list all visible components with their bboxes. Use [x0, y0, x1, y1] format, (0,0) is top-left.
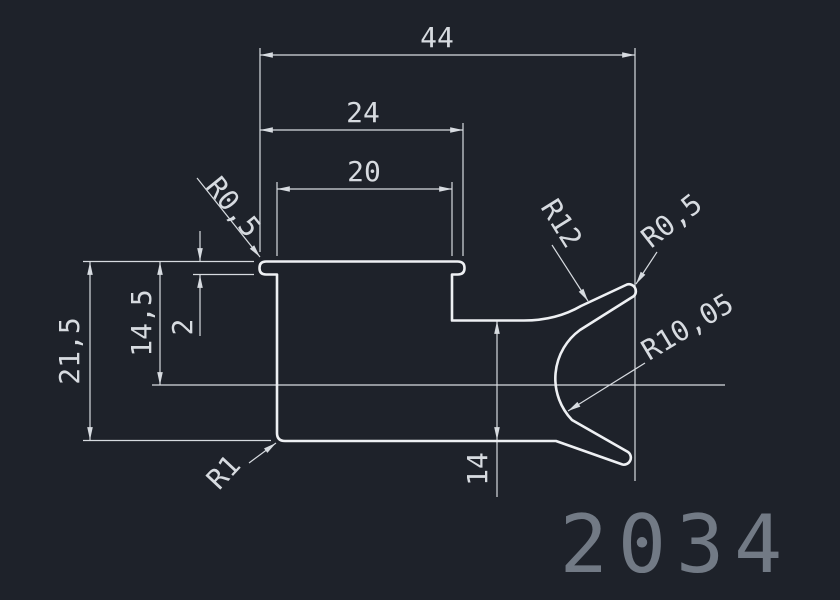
dimension-lines — [83, 48, 725, 497]
dim-21-5-label: 21,5 — [53, 317, 86, 384]
leader-r1 — [248, 442, 277, 464]
part-number: 2034 — [560, 498, 793, 591]
profile-outline — [258, 260, 638, 466]
dim-20-label: 20 — [347, 155, 381, 188]
dim-24-label: 24 — [346, 96, 380, 129]
dimension-labels: 44 24 20 21,5 14,5 2 14 R0,5 R12 R0,5 R1… — [53, 21, 739, 496]
leader-r10-05 — [567, 362, 646, 412]
dim-r10-05-label: R10,05 — [636, 287, 740, 367]
dim-r05-left-label: R0,5 — [199, 170, 267, 243]
dim-r1-label: R1 — [200, 449, 247, 496]
leader-r05-left — [196, 177, 261, 258]
dim-14-label: 14 — [461, 452, 494, 486]
dim-14-5-label: 14,5 — [125, 289, 158, 356]
dim-r05-right-label: R0,5 — [635, 187, 708, 255]
dim-r12-label: R12 — [534, 193, 589, 253]
dim-2-label: 2 — [166, 319, 199, 336]
leader-r12 — [551, 244, 589, 302]
leader-r05-right — [635, 251, 658, 285]
dim-44-label: 44 — [420, 21, 454, 54]
